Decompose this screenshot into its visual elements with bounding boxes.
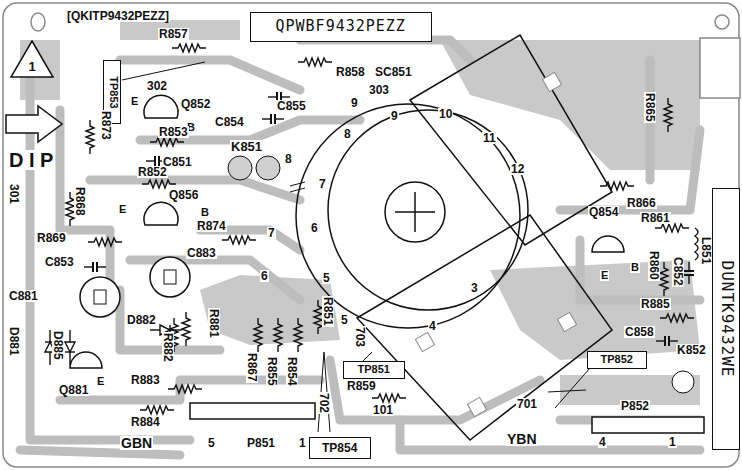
boxed-label: TP851 [343, 361, 405, 379]
silkscreen-label: K851 [230, 140, 263, 153]
node-text: 1 [29, 60, 36, 73]
silkscreen-label: E [600, 270, 609, 281]
silkscreen-label: Q852 [180, 98, 211, 110]
silkscreen-label: P851 [246, 437, 276, 449]
silkscreen-label: R858 [335, 66, 366, 78]
silkscreen-label: Q881 [58, 384, 89, 396]
silkscreen-label: 3 [470, 282, 479, 294]
silkscreen-label: 703 [354, 326, 366, 348]
silkscreen-label: 11 [482, 132, 497, 144]
node-text: DUNTK9432WE [719, 261, 735, 378]
silkscreen-label: 6 [310, 222, 319, 234]
silkscreen-label: C852 [672, 256, 684, 287]
silkscreen-label: R883 [130, 374, 161, 386]
silkscreen-label: R853 [158, 126, 189, 138]
silkscreen-label: B [200, 207, 210, 218]
silkscreen-label: E [130, 96, 139, 107]
silkscreen-label: R873 [100, 110, 112, 141]
silkscreen-label: C853 [44, 256, 75, 268]
silkscreen-label: R857 [158, 28, 189, 40]
silkscreen-label: Q856 [168, 189, 199, 201]
silkscreen-label: 302 [146, 80, 168, 92]
silkscreen-label: D881 [8, 326, 20, 357]
silkscreen-label: [QKITP9432PEZZ] [66, 10, 170, 22]
node-text: TP851 [358, 364, 390, 375]
silkscreen-label: R869 [36, 232, 67, 244]
boxed-label: TP854 [309, 437, 371, 459]
silkscreen-label: 8 [343, 128, 352, 140]
silkscreen-label: R865 [644, 92, 656, 123]
silkscreen-label: E [96, 376, 105, 387]
silkscreen-label: C883 [186, 247, 217, 259]
silkscreen-label: 5 [340, 314, 349, 326]
silkscreen-label: R867 [246, 352, 258, 383]
silkscreen-label: 6 [260, 270, 269, 282]
node-text: QPWBF9432PEZZ [276, 19, 406, 34]
silkscreen-label: D882 [126, 314, 157, 326]
silkscreen-label: R859 [346, 380, 377, 392]
silkscreen-label: 7 [267, 227, 276, 239]
silkscreen-label: R855 [266, 356, 278, 387]
silkscreen-label: E [118, 204, 127, 215]
silkscreen-label: 101 [372, 404, 394, 416]
silkscreen-label: R854 [286, 356, 298, 387]
boxed-label: DUNTK9432WE [712, 188, 740, 450]
silkscreen-label: R885 [640, 298, 671, 310]
silkscreen-label: SC851 [374, 66, 413, 78]
silkscreen-label: C854 [214, 116, 245, 128]
node-text: TP854 [322, 442, 357, 454]
silkscreen-label: R852 [137, 166, 168, 178]
silkscreen-label: 9 [390, 110, 399, 122]
silkscreen-label: 7 [318, 178, 327, 190]
silkscreen-label: YBN [506, 432, 538, 446]
silkscreen-label: 5 [207, 437, 216, 449]
silkscreen-label: 9 [350, 97, 359, 109]
silkscreen-label: 1 [668, 436, 677, 448]
boxed-label: TP852 [587, 351, 647, 369]
boxed-label: QPWBF9432PEZZ [250, 12, 432, 42]
silkscreen-label: R860 [648, 250, 660, 281]
silkscreen-label: C858 [624, 326, 655, 338]
silkscreen-label: P852 [620, 400, 650, 412]
silkscreen-label: 303 [368, 84, 390, 96]
silkscreen-label: R881 [208, 308, 220, 339]
silkscreen-label: 301 [8, 183, 20, 205]
silkscreen-label: D885 [52, 330, 64, 361]
silkscreen-label: Q854 [588, 206, 619, 218]
silkscreen-label: 1 [298, 437, 307, 449]
silkscreen-label: 10 [438, 108, 453, 120]
silkscreen-label: 4 [428, 320, 437, 332]
silkscreen-label: 5 [322, 272, 331, 284]
silkscreen-label: 4 [598, 436, 607, 448]
silkscreen-label: R851 [322, 296, 334, 327]
silkscreen-label: L851 [700, 236, 712, 265]
silkscreen-label: C855 [276, 100, 307, 112]
silkscreen-label: 701 [516, 398, 538, 410]
silkscreen-label: R861 [640, 212, 671, 224]
silkscreen-label: K852 [676, 344, 707, 356]
node-text: TP853 [108, 76, 119, 108]
silkscreen-label: B [630, 262, 640, 273]
silkscreen-label: R884 [130, 416, 161, 428]
silkscreen-label: C881 [8, 290, 39, 302]
silkscreen-label: R882 [162, 332, 174, 363]
silkscreen-label: R866 [626, 197, 657, 209]
silkscreen-label: R874 [196, 220, 227, 232]
silkscreen-label: R868 [74, 186, 86, 217]
silkscreen-label: 702 [318, 392, 330, 414]
silkscreen-label: GBN [120, 436, 153, 450]
silkscreen-label: D I P [8, 150, 54, 170]
warning-triangle: 1 [10, 40, 54, 78]
silkscreen-label: 12 [510, 163, 525, 175]
silkscreen-label: 8 [284, 153, 293, 165]
node-text: TP852 [601, 354, 633, 365]
